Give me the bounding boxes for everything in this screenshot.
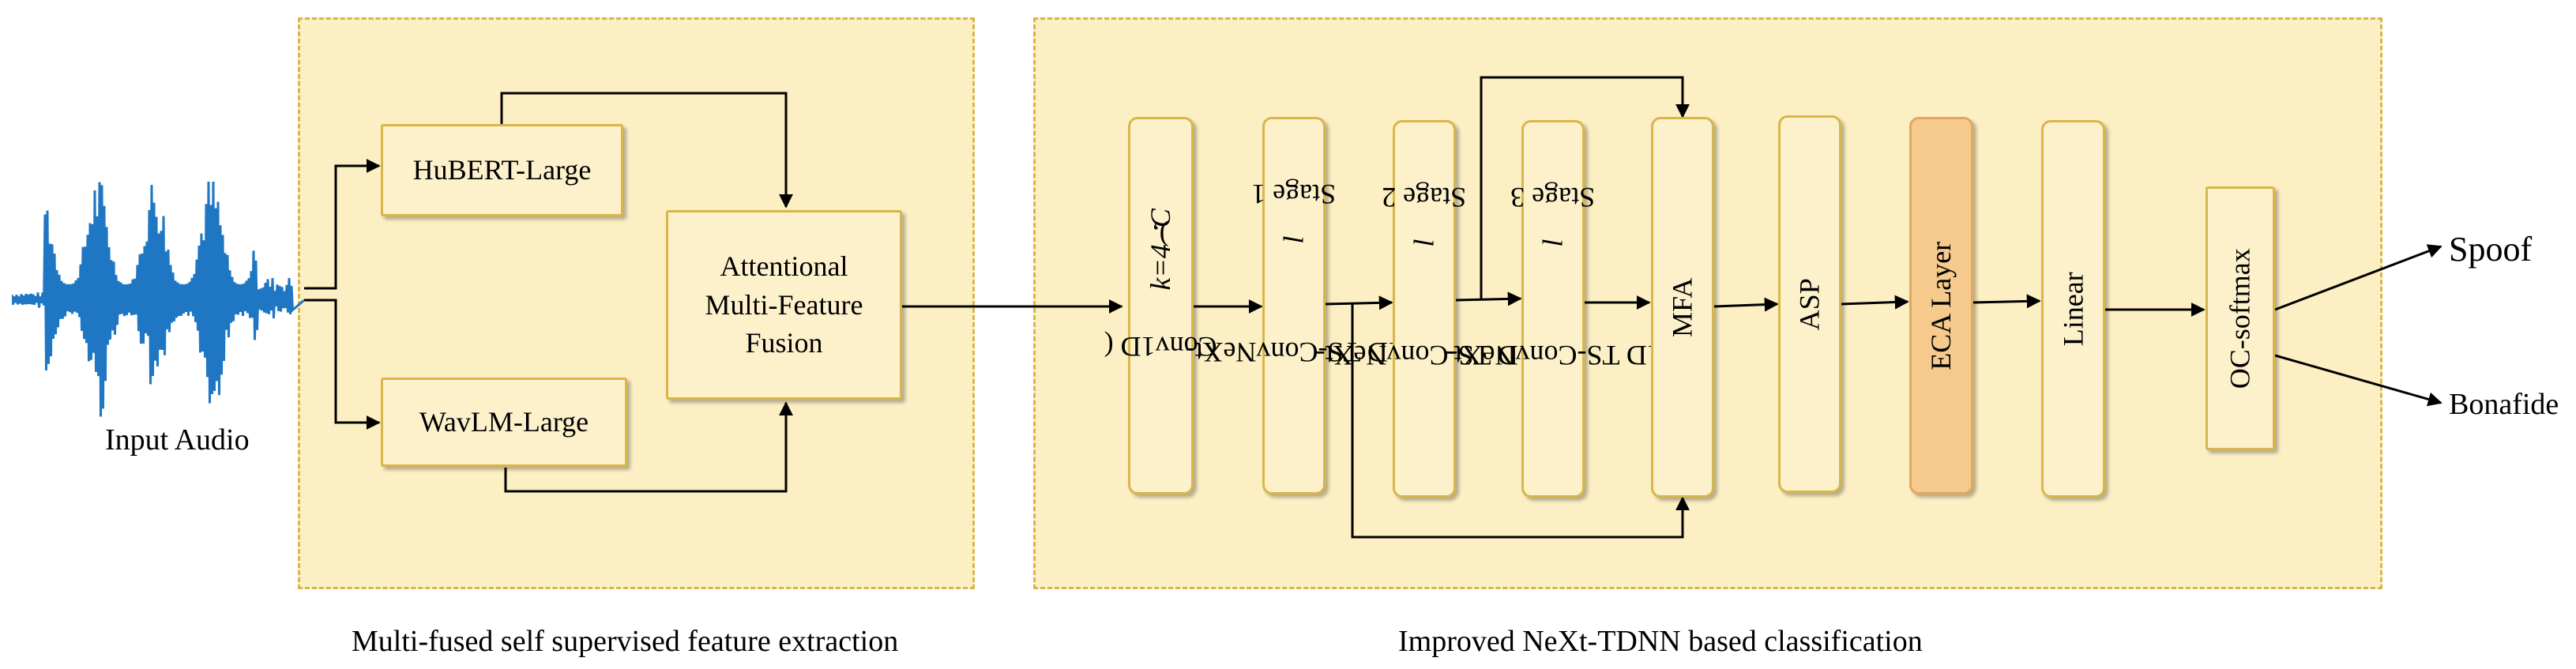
eca-label: ECA Layer (1925, 241, 1957, 370)
stage2-label: 1D TS-ConvNeXt-l Stage 2 (1315, 181, 1533, 371)
audio-waveform-icon (12, 181, 304, 417)
fusion-label-line3: Fusion (745, 327, 823, 359)
stage2-box: 1D TS-ConvNeXt-l Stage 2 (1315, 120, 1533, 498)
hubert-large-box: HuBERT-Large (381, 124, 623, 216)
mfa-label: MFA (1666, 277, 1698, 337)
feature-extraction-caption: Multi-fused self supervised feature extr… (352, 625, 899, 658)
waveform-path (12, 181, 304, 417)
oc-softmax-label: OC-softmax (2224, 248, 2256, 389)
wavlm-large-box: WavLM-Large (381, 378, 627, 467)
spoof-label: Spoof (2449, 230, 2533, 269)
linear-box: Linear (2041, 120, 2105, 498)
bonafide-label: Bonafide (2449, 388, 2559, 421)
conv1d-label: Conv1D (k=4), C (1104, 208, 1218, 363)
attentional-fusion-box: Attentional Multi-Feature Fusion (666, 210, 902, 400)
stage1-box: 1D TS-ConvNeXt-l Stage 1 (1185, 117, 1403, 494)
input-audio-label: Input Audio (105, 423, 250, 457)
mfa-box: MFA (1651, 117, 1714, 498)
asp-box: ASP (1778, 115, 1841, 493)
fusion-label-line2: Multi-Feature (705, 288, 863, 321)
fusion-label-line1: Attentional (720, 250, 848, 283)
eca-layer-box: ECA Layer (1909, 117, 1973, 494)
oc-softmax-box: OC-softmax (2206, 186, 2275, 450)
asp-label: ASP (1793, 277, 1826, 331)
conv1d-box: Conv1D (k=4), C (1104, 117, 1218, 494)
stage1-label: 1D TS-ConvNeXt-l Stage 1 (1185, 178, 1403, 368)
classification-caption: Improved NeXt-TDNN based classification (1398, 625, 1923, 658)
stage3-label: 1D TS-ConvNeXt-l Stage 3 (1444, 181, 1662, 371)
stage3-box: 1D TS-ConvNeXt-l Stage 3 (1444, 120, 1662, 498)
hubert-label: HuBERT-Large (412, 154, 592, 186)
linear-label: Linear (2057, 272, 2089, 346)
wavlm-label: WavLM-Large (419, 406, 589, 438)
